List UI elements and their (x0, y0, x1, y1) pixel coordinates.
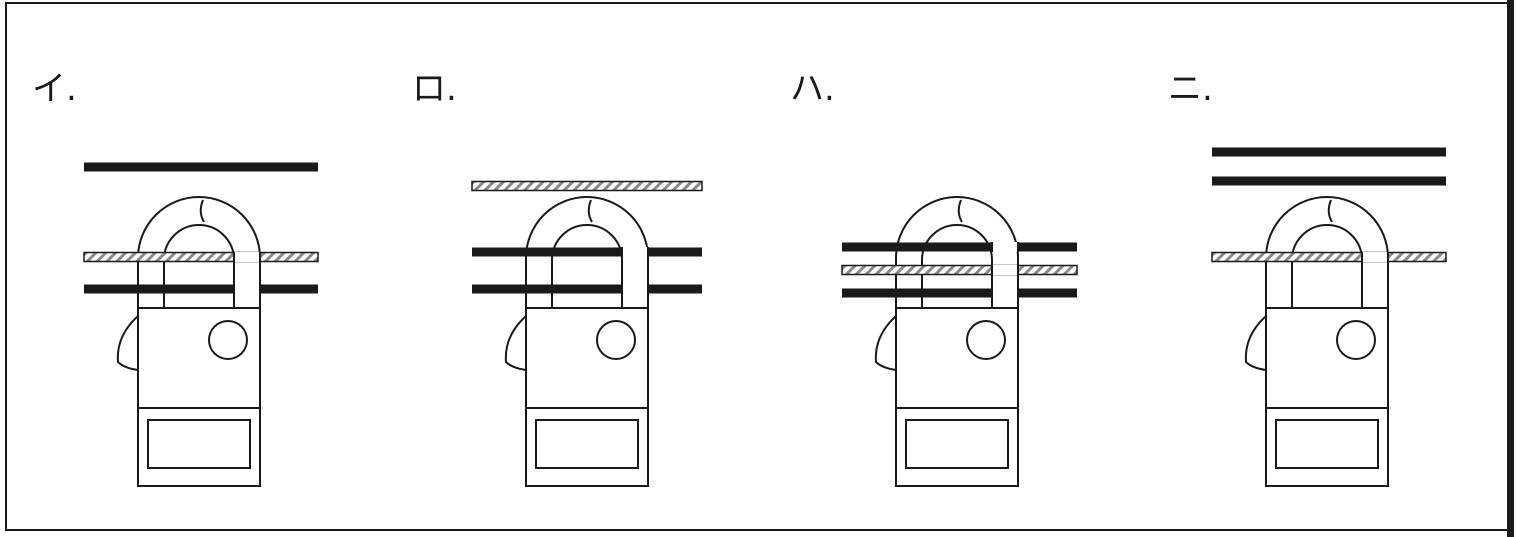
frame-right-edge (1507, 0, 1514, 537)
clamp-meter-icon (504, 196, 649, 487)
clamp-jaw-outer (895, 196, 1019, 308)
wire-through (472, 284, 702, 294)
solid-wire (842, 288, 1077, 298)
meter-trigger (1244, 315, 1267, 371)
clamp-jaw-inner (1291, 224, 1363, 308)
option-panel-ha (841, 196, 1078, 487)
solid-wire (472, 284, 702, 294)
jaw-mask (234, 252, 260, 262)
solid-wire (842, 242, 1077, 252)
insulated-wire (1211, 251, 1447, 263)
jaw-mask (992, 242, 1018, 252)
dial-knob (966, 320, 1006, 360)
wire-above (1212, 176, 1446, 186)
clamp-jaw-seam (199, 199, 205, 223)
insulated-wire (841, 264, 1078, 276)
meter-lower (895, 407, 1019, 487)
solid-wire (1212, 176, 1446, 186)
dial-knob (1336, 320, 1376, 360)
clamp-jaw-seam (1327, 199, 1333, 223)
clamp-jaw-outer (137, 196, 261, 308)
clamp-meter-icon (1244, 196, 1389, 487)
wire-through (1211, 251, 1447, 263)
wire-through (83, 251, 319, 263)
meter-body (525, 307, 649, 409)
clamp-jaw-outer (525, 196, 649, 308)
solid-wire (84, 284, 318, 294)
meter-lower (1265, 407, 1389, 487)
dial-knob (208, 320, 248, 360)
meter-display (905, 419, 1009, 469)
clamp-jaw-outer (1265, 196, 1389, 308)
solid-wire (472, 247, 702, 257)
wire-through (842, 288, 1077, 298)
meter-body (137, 307, 261, 409)
wire-above (84, 162, 318, 172)
clamp-meter-icon (874, 196, 1019, 487)
insulated-wire (83, 251, 319, 263)
meter-display (147, 419, 251, 469)
clamp-meter-icon (116, 196, 261, 487)
wire-through (84, 284, 318, 294)
jaw-mask (622, 284, 648, 294)
option-panel-i (83, 162, 319, 487)
option-panel-ni (1211, 147, 1447, 487)
jaw-mask (622, 247, 648, 257)
meter-display (535, 419, 639, 469)
jaw-mask (992, 288, 1018, 298)
clamp-jaw-seam (587, 199, 593, 223)
clamp-jaw-seam (957, 199, 963, 223)
wire-above (471, 180, 703, 192)
meter-body (895, 307, 1019, 409)
frame-border (5, 2, 1510, 531)
meter-trigger (116, 315, 139, 371)
option-label-ni: ニ. (1168, 69, 1213, 109)
clamp-jaw-inner (551, 224, 623, 308)
option-label-ro: ロ. (412, 69, 457, 109)
solid-wire (84, 162, 318, 172)
meter-display (1275, 419, 1379, 469)
wire-through (472, 247, 702, 257)
solid-wire (1212, 147, 1446, 157)
wire-through (842, 242, 1077, 252)
jaw-mask (234, 284, 260, 294)
meter-lower (525, 407, 649, 487)
dial-knob (596, 320, 636, 360)
meter-trigger (874, 315, 897, 371)
meter-body (1265, 307, 1389, 409)
meter-trigger (504, 315, 527, 371)
option-label-i: イ. (32, 69, 77, 109)
jaw-mask (1362, 252, 1388, 262)
insulated-wire (471, 180, 703, 192)
option-panel-ro (471, 180, 703, 487)
meter-lower (137, 407, 261, 487)
option-label-ha: ハ. (790, 69, 835, 109)
jaw-mask (992, 265, 1018, 275)
clamp-jaw-inner (163, 224, 235, 308)
wire-above (1212, 147, 1446, 157)
wire-through (841, 264, 1078, 276)
